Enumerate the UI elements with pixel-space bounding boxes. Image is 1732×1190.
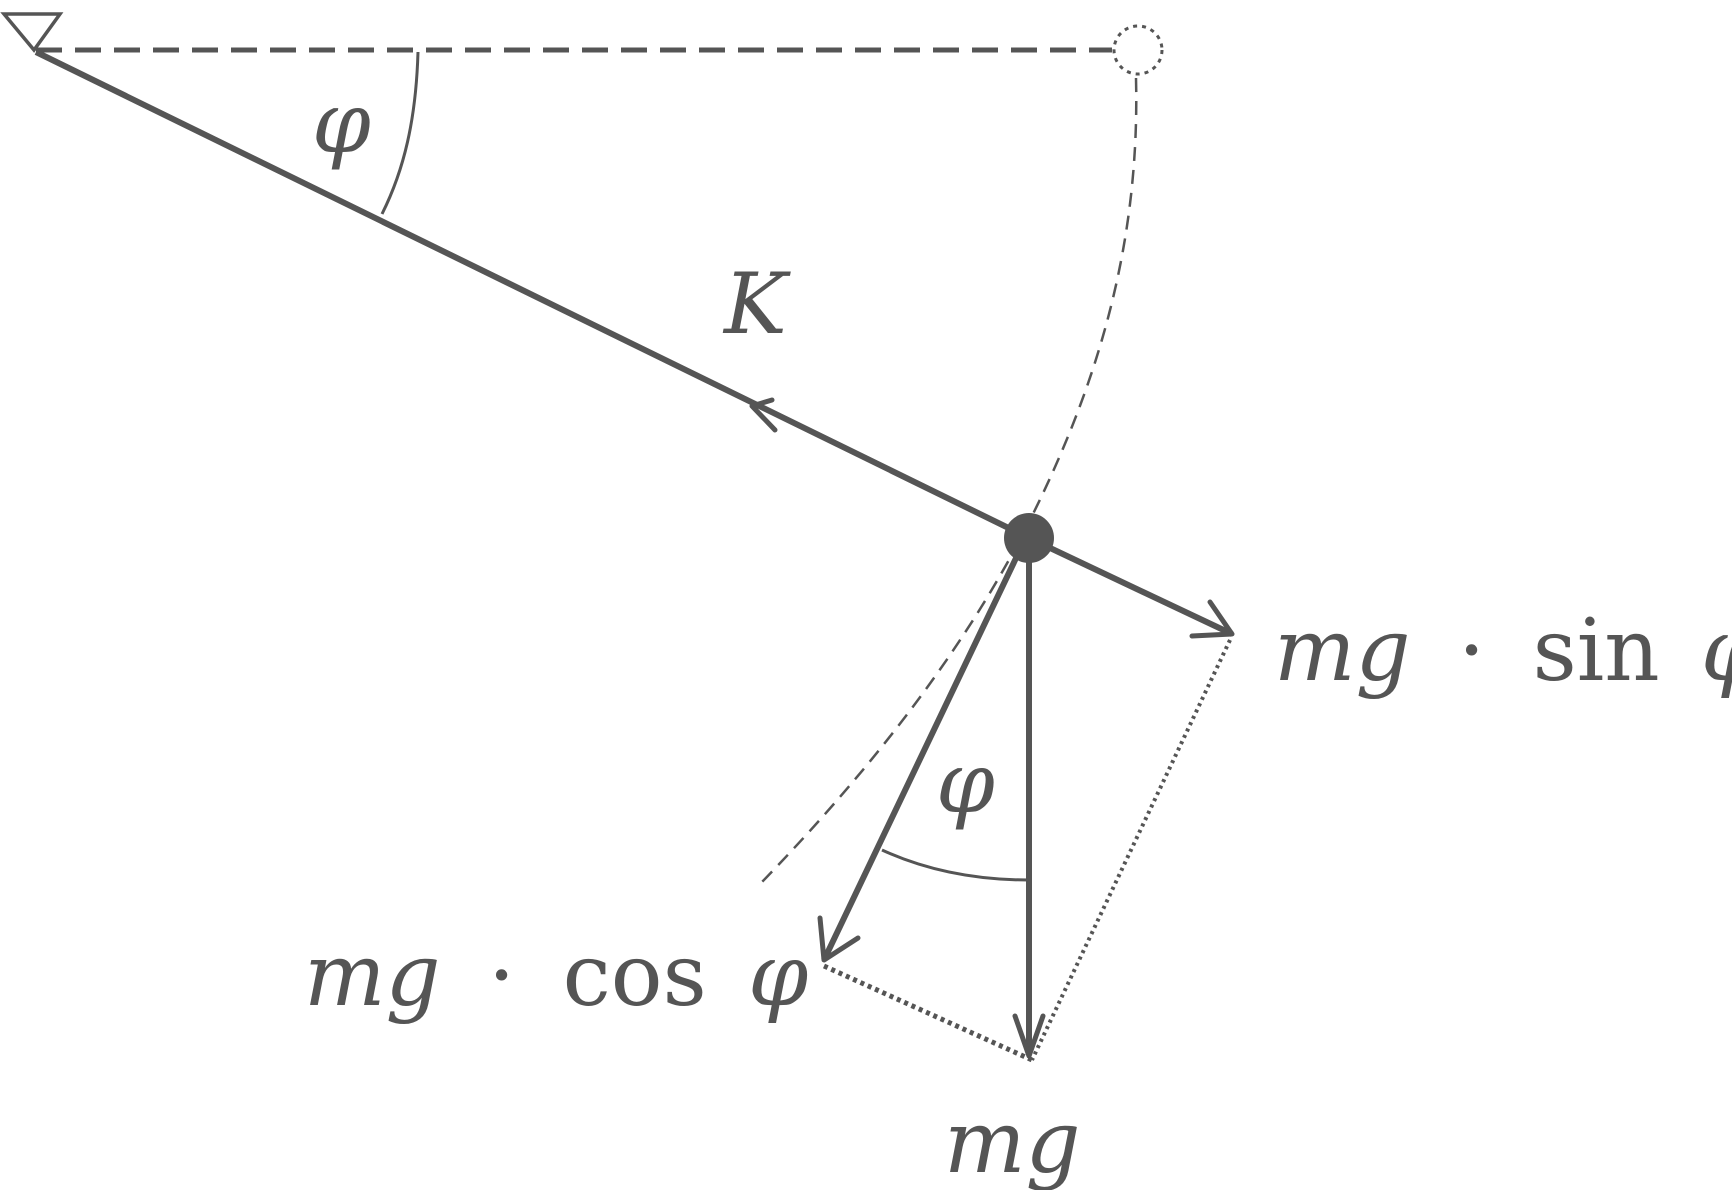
cos-component-func: cos [563,926,707,1026]
top-angle-label: φ [312,74,371,172]
parallelogram-edge-right [1030,639,1232,1061]
weight-label: mg [944,1093,1081,1190]
downward-triangle-pivot-icon [0,12,64,53]
dotted-circle-rest-position-icon [1112,24,1164,76]
filled-circle-bob-icon [1004,513,1054,563]
sin-component-phi: φ [1701,601,1732,701]
cos-component-label: mg · cos φ [304,926,808,1026]
sin-component-arrow-shaft [1027,535,1234,637]
sin-component-func: sin [1533,601,1660,701]
sin-component-arrowhead [1189,599,1235,639]
cos-component-arrowhead [817,915,861,963]
swing-arc-path [761,77,1138,883]
parallelogram-edge-bottom [822,963,1034,1063]
bottom-angle-label: φ [936,734,995,832]
sin-component-mg: mg [1274,601,1411,701]
sin-component-label: mg · sin φ [1274,601,1732,701]
cos-component-arrow-shaft [821,554,1020,962]
cos-component-mg: mg [304,926,441,1026]
weight-arrowhead [1012,1013,1046,1059]
string-line [34,49,1031,541]
sin-component-dot: · [1458,601,1485,701]
string-force-arrowhead [749,397,778,433]
string-force-label: K [722,255,791,353]
top-angle-arc [380,51,420,215]
cos-component-dot: · [488,926,515,1026]
cos-component-phi: φ [748,926,808,1026]
bottom-angle-arc [881,848,1030,882]
